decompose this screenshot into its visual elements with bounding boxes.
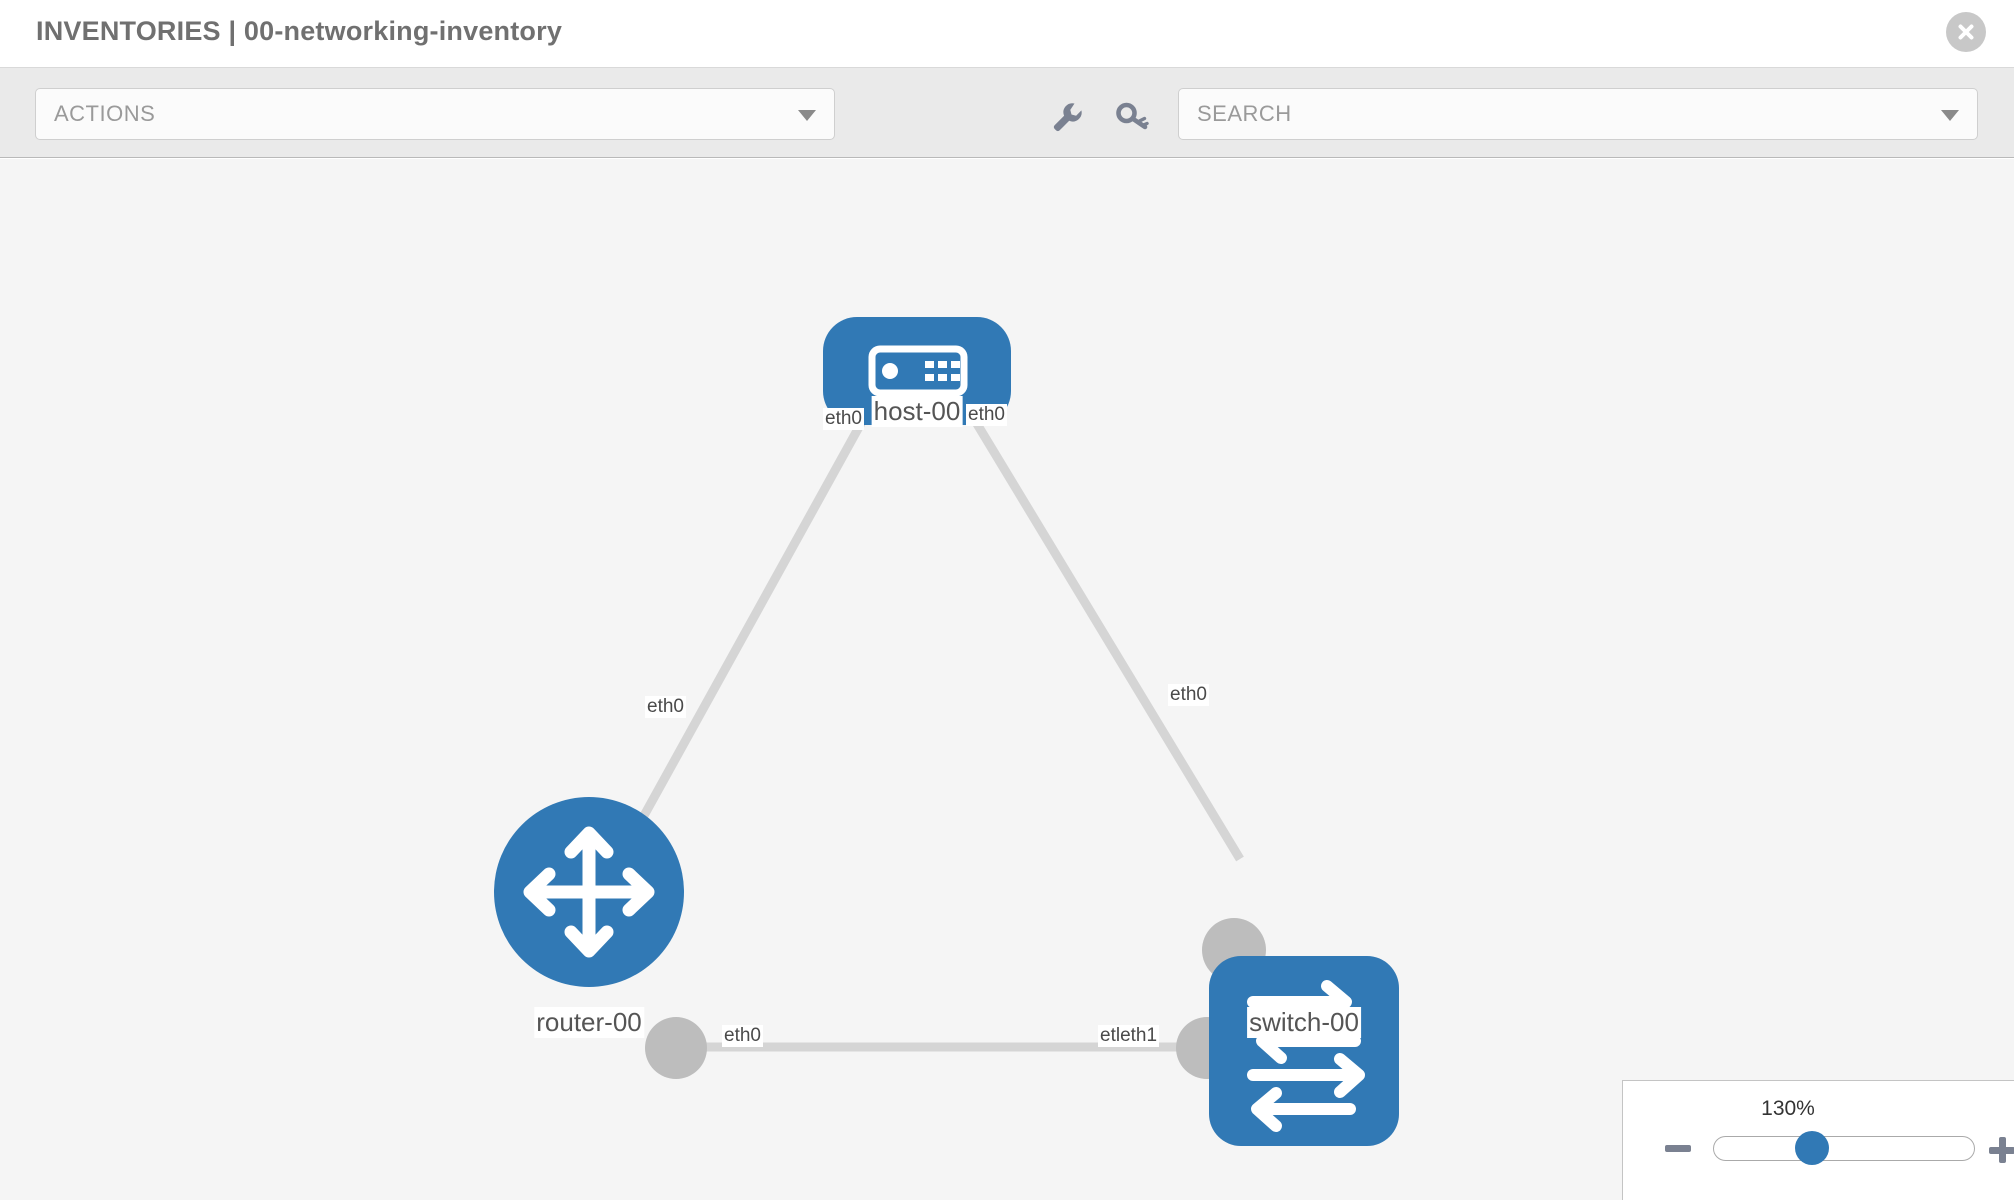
key-icon[interactable] — [1112, 96, 1152, 136]
iface-label-switch-left: etleth1 — [1098, 1025, 1160, 1047]
port-router-right[interactable] — [645, 1017, 707, 1079]
node-label-switch-00: switch-00 — [1247, 1007, 1361, 1038]
zoom-slider-thumb[interactable] — [1795, 1131, 1829, 1165]
node-host-00[interactable] — [823, 317, 1011, 425]
topology-graph — [494, 317, 1399, 1146]
search-placeholder: SEARCH — [1197, 101, 1292, 126]
search-input[interactable]: SEARCH — [1178, 88, 1978, 140]
zoom-out-button[interactable] — [1665, 1145, 1691, 1152]
iface-label-host-left: eth0 — [823, 408, 864, 430]
zoom-in-button[interactable] — [1989, 1137, 2014, 1163]
iface-label-router-right: eth0 — [722, 1025, 763, 1047]
chevron-down-icon[interactable] — [1941, 110, 1959, 121]
server-icon — [868, 345, 968, 397]
zoom-slider-track[interactable] — [1713, 1136, 1975, 1161]
node-switch-00[interactable] — [1209, 956, 1399, 1146]
iface-label-router-up: eth0 — [645, 696, 686, 718]
node-label-host-00: host-00 — [871, 396, 963, 427]
link-host-router[interactable] — [616, 368, 894, 862]
page-header: INVENTORIES | 00-networking-inventory — [0, 0, 2014, 68]
actions-dropdown-value: ACTIONS — [54, 101, 156, 126]
wrench-icon[interactable] — [1046, 96, 1086, 136]
router-arrows-icon — [523, 826, 655, 958]
toolbar: ACTIONS SEARCH — [0, 68, 2014, 158]
close-icon[interactable] — [1946, 12, 1986, 52]
page-title: INVENTORIES | 00-networking-inventory — [36, 16, 563, 46]
topology-canvas[interactable]: host-00 router-00 switch-00 eth0 eth0 et… — [0, 159, 2014, 1200]
link-host-switch[interactable] — [941, 368, 1244, 862]
iface-label-host-right: eth0 — [966, 404, 1007, 426]
zoom-percent-label: 130% — [1761, 1097, 1815, 1120]
chevron-down-icon — [798, 110, 816, 121]
iface-label-switch-up: eth0 — [1168, 684, 1209, 706]
actions-dropdown[interactable]: ACTIONS — [35, 88, 835, 140]
node-label-router-00: router-00 — [534, 1007, 644, 1038]
node-router-00[interactable] — [494, 797, 684, 987]
zoom-control-panel: 130% — [1622, 1080, 2014, 1200]
